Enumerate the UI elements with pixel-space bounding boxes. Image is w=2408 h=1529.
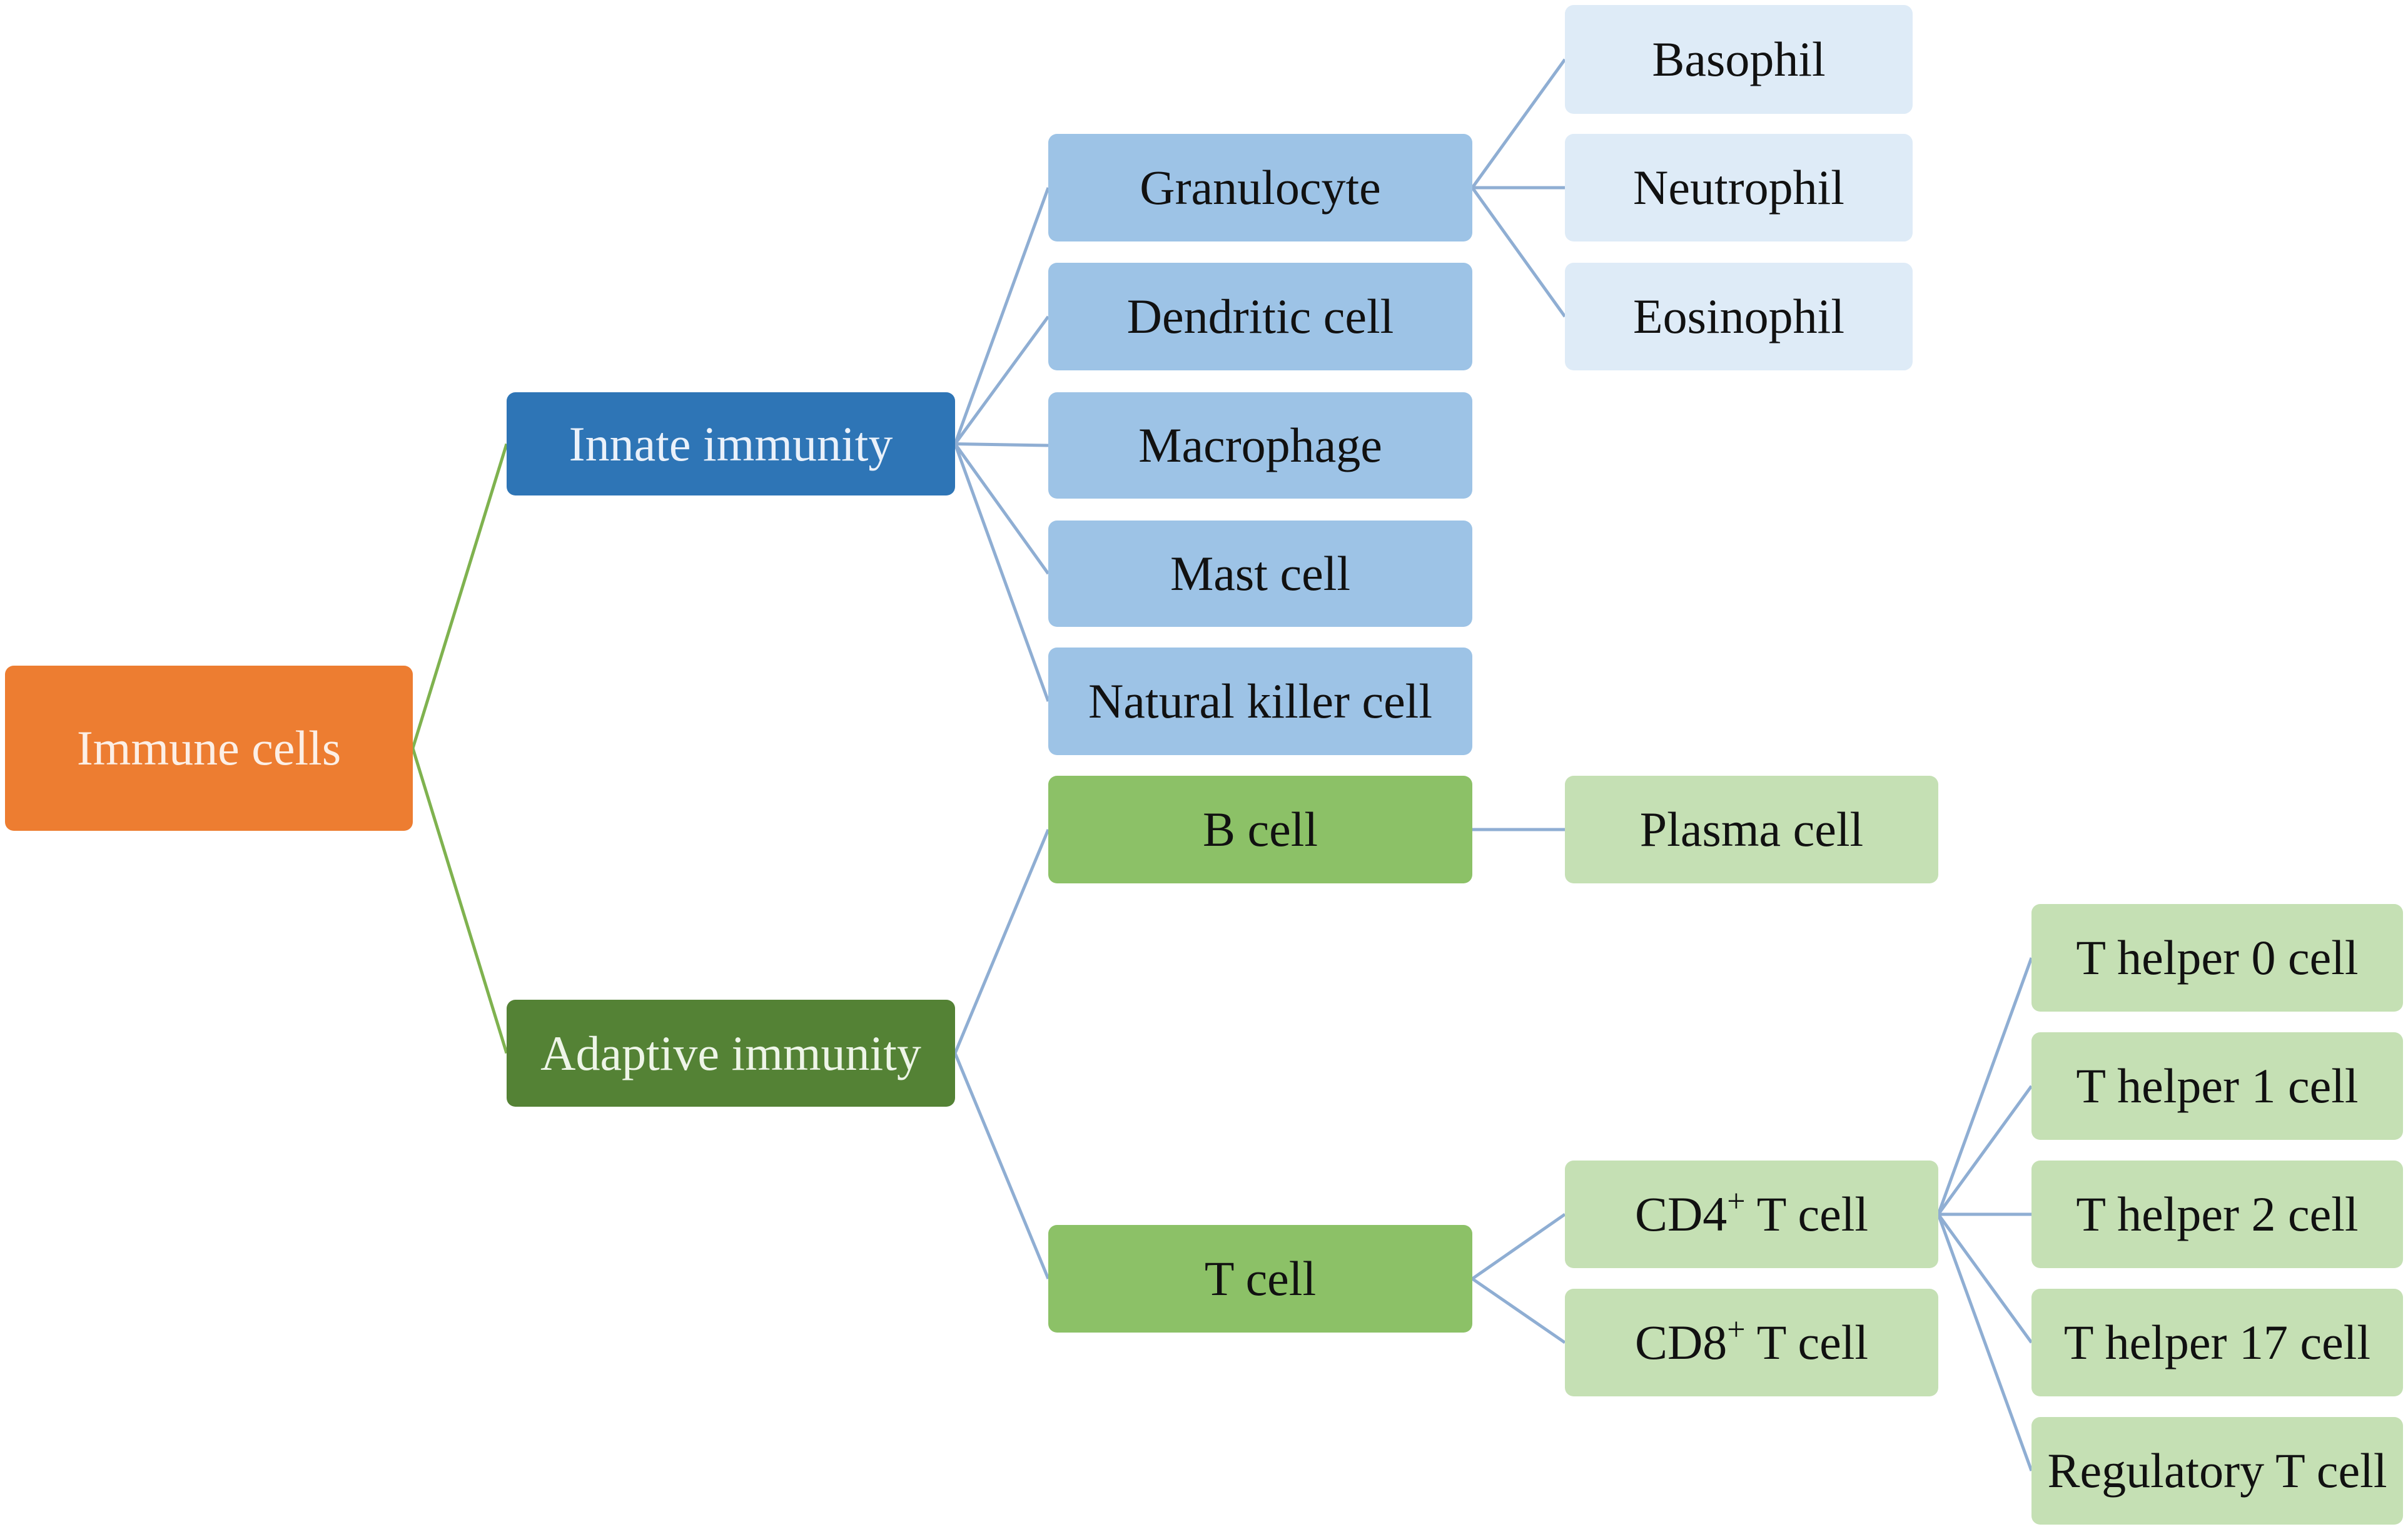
node-label: Innate immunity — [569, 416, 893, 471]
cd4-suffix: T cell — [1745, 1187, 1869, 1241]
node-label: CD4+ T cell — [1634, 1184, 1869, 1242]
connector-immune_cells-to-adaptive_immunity — [411, 748, 508, 1054]
connector-cd4_t_cell-to-t_helper_0 — [1936, 957, 2033, 1215]
node-label: Mast cell — [1170, 546, 1351, 601]
node-label: Eosinophil — [1632, 289, 1844, 343]
connector-adaptive_immunity-to-b_cell — [953, 829, 1050, 1054]
node-regulatory-t-cell: Regulatory T cell — [2031, 1417, 2403, 1525]
node-t-helper-1-cell: T helper 1 cell — [2031, 1032, 2403, 1140]
connector-t_cell-to-cd8_t_cell — [1471, 1277, 1566, 1344]
node-mast-cell: Mast cell — [1048, 521, 1472, 627]
node-basophil: Basophil — [1565, 5, 1913, 114]
connector-t_cell-to-cd4_t_cell — [1471, 1212, 1566, 1281]
cd4-prefix: CD4 — [1634, 1187, 1728, 1241]
node-label: Immune cells — [76, 721, 341, 775]
connector-adaptive_immunity-to-t_cell — [953, 1052, 1050, 1279]
connector-innate_immunity-to-natural_killer_cell — [953, 443, 1050, 702]
connector-innate_immunity-to-granulocyte — [953, 187, 1050, 445]
node-label: CD8+ T cell — [1634, 1312, 1869, 1371]
node-label: Dendritic cell — [1126, 289, 1394, 343]
node-macrophage: Macrophage — [1048, 392, 1472, 499]
connector-cd4_t_cell-to-regulatory_t_cell — [1936, 1214, 2033, 1471]
node-label: Basophil — [1652, 32, 1826, 86]
connector-innate_immunity-to-dendritic_cell — [953, 315, 1050, 445]
node-natural-killer-cell: Natural killer cell — [1048, 648, 1472, 755]
node-label: T helper 1 cell — [2076, 1059, 2359, 1113]
connector-innate_immunity-to-macrophage — [954, 442, 1049, 447]
node-neutrophil: Neutrophil — [1565, 134, 1913, 241]
node-label: T helper 17 cell — [2063, 1315, 2371, 1369]
node-adaptive-immunity: Adaptive immunity — [507, 1000, 955, 1107]
node-label: T helper 2 cell — [2076, 1187, 2359, 1241]
node-label: Natural killer cell — [1088, 674, 1433, 728]
node-b-cell: B cell — [1048, 776, 1472, 883]
node-granulocyte: Granulocyte — [1048, 134, 1472, 241]
node-label: Adaptive immunity — [540, 1025, 921, 1080]
node-t-cell: T cell — [1048, 1225, 1472, 1333]
cd8-superscript: + — [1727, 1312, 1746, 1348]
node-label: Macrophage — [1138, 418, 1382, 472]
node-label: Granulocyte — [1140, 160, 1381, 215]
node-label: B cell — [1202, 802, 1318, 856]
node-label: T cell — [1204, 1251, 1317, 1306]
connector-immune_cells-to-innate_immunity — [411, 443, 508, 749]
node-t-helper-2-cell: T helper 2 cell — [2031, 1161, 2403, 1268]
node-eosinophil: Eosinophil — [1565, 263, 1913, 370]
node-t-helper-0-cell: T helper 0 cell — [2031, 904, 2403, 1012]
node-innate-immunity: Innate immunity — [507, 392, 955, 495]
node-label: T helper 0 cell — [2076, 930, 2359, 985]
node-dendritic-cell: Dendritic cell — [1048, 263, 1472, 370]
node-label: Plasma cell — [1639, 802, 1864, 856]
cd8-prefix: CD8 — [1634, 1315, 1728, 1369]
connector-cd4_t_cell-to-t_helper_17 — [1936, 1213, 2033, 1344]
connector-granulocyte-to-eosinophil — [1470, 186, 1567, 318]
node-cd8-t-cell: CD8+ T cell — [1565, 1289, 1938, 1396]
node-plasma-cell: Plasma cell — [1565, 776, 1938, 883]
cd4-superscript: + — [1727, 1184, 1746, 1219]
node-immune-cells: Immune cells — [5, 666, 413, 831]
node-t-helper-17-cell: T helper 17 cell — [2031, 1289, 2403, 1396]
connector-innate_immunity-to-mast_cell — [953, 443, 1050, 575]
node-label: Regulatory T cell — [2047, 1443, 2387, 1498]
node-label: Neutrophil — [1633, 160, 1844, 215]
cd8-suffix: T cell — [1745, 1315, 1869, 1369]
connector-cd4_t_cell-to-t_helper_1 — [1936, 1085, 2033, 1216]
node-cd4-t-cell: CD4+ T cell — [1565, 1161, 1938, 1268]
connector-granulocyte-to-basophil — [1470, 58, 1567, 189]
